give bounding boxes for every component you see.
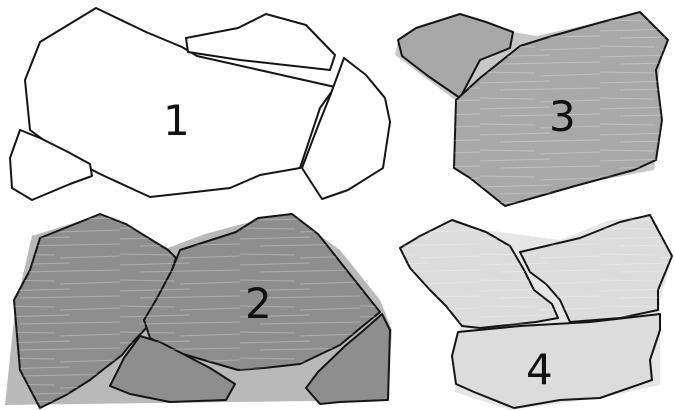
panel-4-label: 4 <box>526 345 553 394</box>
panel-3-label: 3 <box>549 92 576 141</box>
panel-1-stone-right <box>302 58 390 199</box>
panel-3: 3 <box>395 10 670 210</box>
panel-1: 1 <box>10 8 390 200</box>
panel-2: 2 <box>0 205 400 410</box>
panel-4: 4 <box>395 210 674 410</box>
panel-2-label: 2 <box>245 279 272 328</box>
panel-1-label: 1 <box>163 96 190 145</box>
